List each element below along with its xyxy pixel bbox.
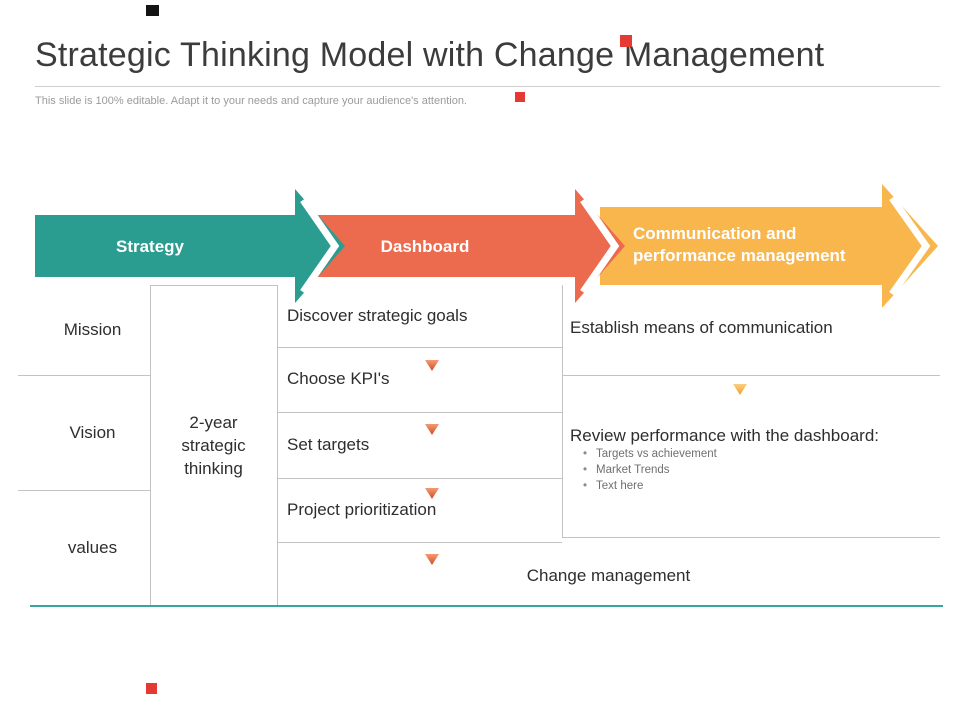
dashboard-step: Discover strategic goals: [287, 306, 468, 325]
strategy-row-mission: Mission: [63, 320, 122, 339]
row-divider: [277, 412, 562, 413]
row-divider: [150, 285, 277, 286]
down-triangle-icon: [425, 424, 439, 435]
down-triangle-icon: [733, 384, 747, 395]
dashboard-step: Set targets: [287, 435, 370, 454]
artifact-square: [146, 5, 159, 16]
artifact-square: [515, 92, 525, 102]
strategic-thinking-spanner: 2-year strategic thinking: [181, 413, 246, 478]
review-performance-heading: Review performance with the dashboard:: [570, 426, 879, 445]
communication-arrow-label: Communication and performance management: [633, 224, 846, 265]
establish-communication-label: Establish means of communication: [570, 318, 833, 337]
bullet-item: Text here: [583, 479, 643, 493]
bullet-label: Market Trends: [596, 464, 670, 476]
dashboard-step: Project prioritization: [287, 500, 437, 519]
bullet-item: Market Trends: [583, 463, 670, 477]
bullet-label: Text here: [596, 480, 644, 492]
chevron-icon: [300, 198, 340, 294]
column-divider: [150, 285, 151, 605]
strategy-row-vision: Vision: [69, 423, 116, 442]
strategy-arrow-label: Strategy: [115, 237, 185, 256]
down-triangle-icon: [425, 488, 439, 499]
title-divider: [35, 86, 940, 87]
row-divider: [277, 542, 562, 543]
dashboard-arrow-label: Dashboard: [380, 237, 470, 256]
down-triangle-icon: [425, 554, 439, 565]
row-divider: [18, 375, 150, 376]
bullet-dot-icon: [583, 448, 596, 460]
bullet-label: Targets vs achievement: [596, 448, 717, 460]
change-management-label: Change management: [526, 566, 691, 585]
bullet-dot-icon: [583, 480, 596, 492]
column-divider: [562, 285, 563, 537]
bullet-item: Targets vs achievement: [583, 447, 717, 461]
chevron-icon: [889, 195, 931, 297]
row-divider: [277, 347, 562, 348]
strategy-row-values: values: [67, 538, 118, 557]
column-divider: [277, 285, 278, 605]
slide-subtitle: This slide is 100% editable. Adapt it to…: [35, 95, 467, 107]
row-divider: [562, 537, 940, 538]
artifact-square: [620, 35, 632, 47]
row-divider: [277, 478, 562, 479]
dashboard-step: Choose KPI's: [287, 369, 390, 388]
row-divider: [562, 375, 940, 376]
bottom-accent-rule: [30, 605, 943, 607]
down-triangle-icon: [425, 360, 439, 371]
chevron-icon: [580, 198, 620, 294]
bullet-dot-icon: [583, 464, 596, 476]
page-title: Strategic Thinking Model with Change Man…: [35, 36, 825, 74]
row-divider: [18, 490, 150, 491]
artifact-square: [146, 683, 157, 694]
